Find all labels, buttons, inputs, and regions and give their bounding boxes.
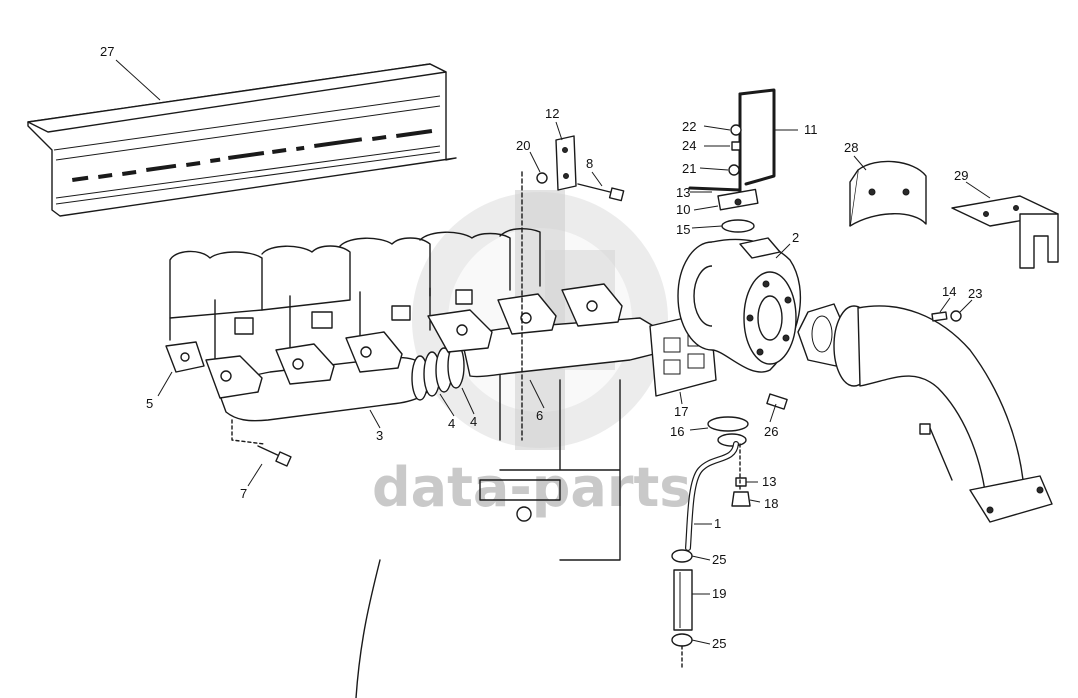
engine-cylinder-heads <box>169 228 621 698</box>
half-clamp <box>849 160 927 227</box>
callout-labels: 27 12 20 8 22 24 21 13 10 15 11 2 28 29 … <box>100 44 982 651</box>
bracket <box>951 195 1059 269</box>
callout-1: 1 <box>714 516 721 531</box>
callout-22: 22 <box>682 119 696 134</box>
heat-shield <box>27 63 457 217</box>
plate-washer-bolt <box>521 135 625 441</box>
callout-16: 16 <box>670 424 684 439</box>
callout-7: 7 <box>240 486 247 501</box>
callout-6: 6 <box>536 408 543 423</box>
callout-15: 15 <box>676 222 690 237</box>
turbocharger <box>677 237 802 373</box>
callout-4-right: 4 <box>470 414 477 429</box>
leader-lines <box>115 59 991 645</box>
callout-24: 24 <box>682 138 696 153</box>
callout-3: 3 <box>376 428 383 443</box>
callout-23: 23 <box>968 286 982 301</box>
watermark-text: data-parts <box>372 456 691 519</box>
callout-19: 19 <box>712 586 726 601</box>
callout-11: 11 <box>804 122 818 137</box>
callout-27: 27 <box>100 44 114 59</box>
callout-13-upper: 13 <box>676 185 690 200</box>
callout-28: 28 <box>844 140 858 155</box>
callout-13-lower: 13 <box>762 474 776 489</box>
callout-25-lower: 25 <box>712 636 726 651</box>
drain-plug <box>766 393 788 410</box>
callout-21: 21 <box>682 161 696 176</box>
oil-feed-pipe-assembly <box>688 88 776 233</box>
callout-4-left: 4 <box>448 416 455 431</box>
callout-20: 20 <box>516 138 530 153</box>
callout-12: 12 <box>545 106 559 121</box>
rear-exhaust-manifold <box>427 283 663 378</box>
manifold-bolt <box>231 419 292 467</box>
oil-return-assembly <box>671 416 751 671</box>
callout-10: 10 <box>676 202 690 217</box>
callout-2: 2 <box>792 230 799 245</box>
callout-29: 29 <box>954 168 968 183</box>
callout-8: 8 <box>586 156 593 171</box>
exhaust-elbow-pipe <box>833 305 1053 523</box>
callout-26: 26 <box>764 424 778 439</box>
bolt-14-and-nut-23 <box>931 310 962 322</box>
callout-5: 5 <box>146 396 153 411</box>
front-exhaust-manifold <box>165 331 433 422</box>
callout-17: 17 <box>674 404 688 419</box>
callout-14: 14 <box>942 284 956 299</box>
callout-18: 18 <box>764 496 778 511</box>
callout-25-upper: 25 <box>712 552 726 567</box>
